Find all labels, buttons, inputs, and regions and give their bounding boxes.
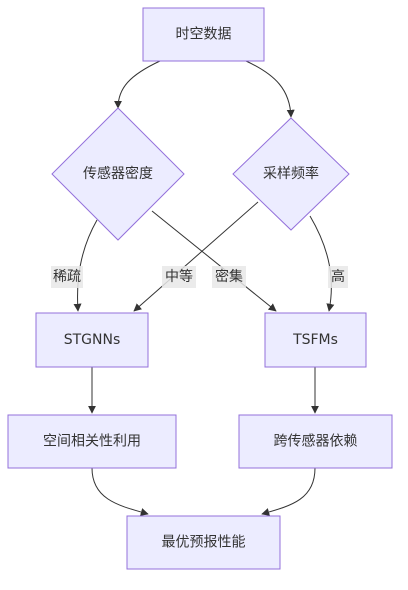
nodes-layer: 时空数据 传感器密度 采样频率 STGNNs TSFMs 空间相关性利用 xyxy=(7,7,393,570)
edge-cross-to-optimal xyxy=(261,467,316,516)
node-spatiotemporal-data-label: 时空数据 xyxy=(176,27,232,43)
edge-label-dense-text: 密集 xyxy=(215,268,243,285)
edge-labels-layer: 稀疏 中等 密集 高 xyxy=(51,266,348,288)
edge-label-medium-text: 中等 xyxy=(165,268,193,285)
edge-data-to-frequency xyxy=(245,60,295,118)
node-sensor-density: 传感器密度 xyxy=(51,107,185,241)
edge-frequency-to-tsfms xyxy=(309,215,335,312)
node-sensor-density-label: 传感器密度 xyxy=(83,165,153,182)
node-tsfms: TSFMs xyxy=(264,312,367,368)
edge-spatial-to-optimal xyxy=(91,467,149,516)
edge-density-to-tsfms xyxy=(151,210,277,312)
node-sampling-frequency: 采样频率 xyxy=(232,117,350,231)
edge-frequency-to-stgnns xyxy=(133,201,259,312)
node-optimal-performance-label: 最优预报性能 xyxy=(162,535,246,551)
node-optimal-performance: 最优预报性能 xyxy=(126,515,281,570)
edge-label-sparse: 稀疏 xyxy=(51,266,83,288)
edge-label-medium: 中等 xyxy=(162,266,196,288)
node-cross-sensor-dependency: 跨传感器依赖 xyxy=(238,414,393,469)
node-spatiotemporal-data: 时空数据 xyxy=(142,7,265,62)
edge-label-sparse-text: 稀疏 xyxy=(53,269,81,285)
edges-layer xyxy=(73,60,335,516)
edge-label-high: 高 xyxy=(328,266,348,288)
node-stgnns-label: STGNNs xyxy=(64,332,121,348)
node-spatial-correlation: 空间相关性利用 xyxy=(7,414,177,469)
node-stgnns: STGNNs xyxy=(35,312,149,368)
edge-density-to-stgnns xyxy=(73,219,98,312)
edge-data-to-density xyxy=(114,60,161,109)
node-cross-sensor-dependency-label: 跨传感器依赖 xyxy=(274,433,358,450)
edge-label-dense: 密集 xyxy=(212,266,246,288)
node-spatial-correlation-label: 空间相关性利用 xyxy=(43,434,141,450)
node-tsfms-label: TSFMs xyxy=(292,332,338,348)
node-sampling-frequency-label: 采样频率 xyxy=(263,165,319,182)
edge-label-high-text: 高 xyxy=(331,268,345,285)
